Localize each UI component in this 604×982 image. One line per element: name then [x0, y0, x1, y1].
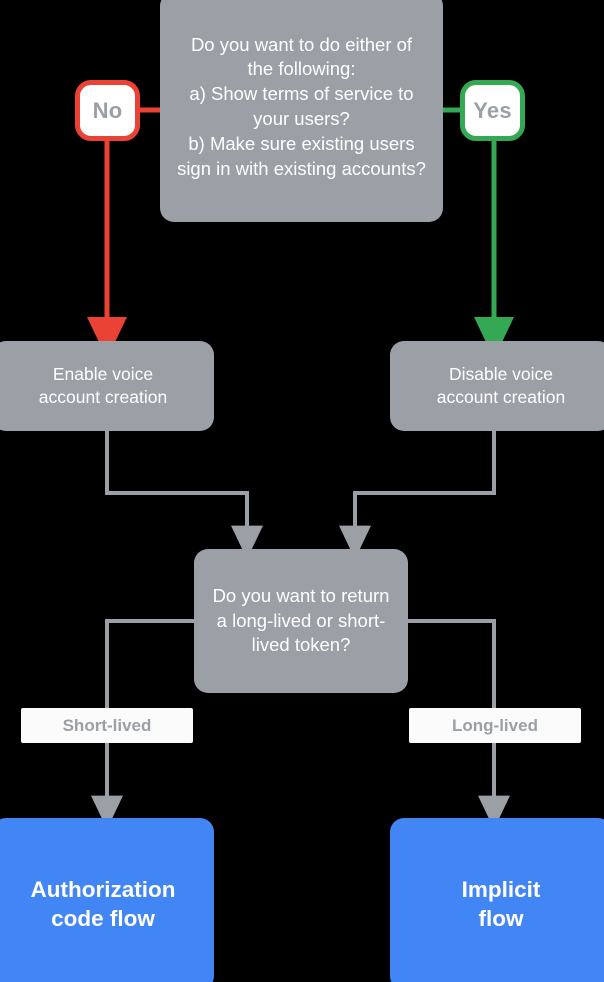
- process-node-enable-voice-account-creation-label: Enable voice account creation: [38, 363, 168, 407]
- choice-button-yes-label: Yes: [473, 97, 512, 123]
- process-node-enable-voice-account-creation[interactable]: Enable voice account creation: [0, 341, 214, 431]
- choice-button-no[interactable]: No: [75, 80, 140, 141]
- decision-node-terms-and-existing-users[interactable]: Do you want to do either of the followin…: [160, 0, 443, 222]
- choice-button-no-label: No: [92, 97, 123, 123]
- edge-label-long-lived-text: Long-lived: [452, 715, 538, 735]
- decision-node-token-lifetime-label: Do you want to return a long-lived or sh…: [212, 584, 390, 656]
- edge-label-long-lived: Long-lived: [409, 708, 581, 743]
- terminal-node-authorization-code-flow[interactable]: Authorization code flow: [0, 818, 214, 982]
- terminal-node-implicit-flow-label: Implicit flow: [461, 876, 541, 931]
- terminal-node-authorization-code-flow-label: Authorization code flow: [30, 876, 176, 931]
- terminal-node-implicit-flow[interactable]: Implicit flow: [390, 818, 604, 982]
- edge-label-short-lived-text: Short-lived: [62, 715, 152, 735]
- decision-node-token-lifetime[interactable]: Do you want to return a long-lived or sh…: [194, 549, 408, 693]
- edge-disable-to-decision2: [339, 431, 496, 560]
- choice-button-yes[interactable]: Yes: [460, 80, 525, 141]
- process-node-disable-voice-account-creation-label: Disable voice account creation: [436, 363, 566, 407]
- edge-label-short-lived: Short-lived: [21, 708, 193, 743]
- edge-enable-to-decision2: [105, 431, 263, 560]
- decision-node-terms-and-existing-users-label: Do you want to do either of the followin…: [177, 33, 426, 179]
- process-node-disable-voice-account-creation[interactable]: Disable voice account creation: [390, 341, 604, 431]
